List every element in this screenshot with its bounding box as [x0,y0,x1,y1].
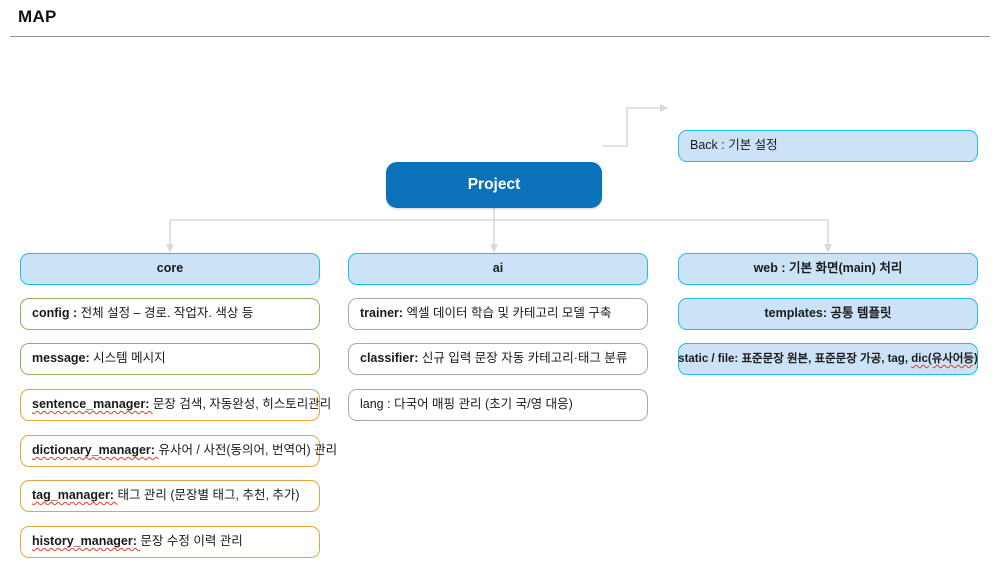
node-web-templates-label: templates: 공통 템플릿 [765,306,892,322]
column-header-web[interactable]: web : 기본 화면(main) 처리 [678,253,978,285]
node-web-static-file-desc: 표준문장 원본, 표준문장 가공, tag, dic(유사어등) [741,352,978,365]
node-core-sentence-manager-desc: 문장 검색, 자동완성, 히스토리관리 [152,397,332,412]
column-header-ai-label: ai [492,261,504,276]
page-title: MAP [18,7,57,26]
node-core-tag-manager-label: tag_manager: 태그 관리 (문장별 태그, 추천, 추가) [32,488,300,504]
node-ai-classifier[interactable]: classifier: 신규 입력 문장 자동 카테고리·태그 분류 [348,343,648,375]
node-core-dictionary-manager-desc: 유사어 / 사전(동의어, 번역어) 관리 [158,443,338,458]
node-core-history-manager[interactable]: history_manager: 문장 수정 이력 관리 [20,526,320,558]
node-core-message-label: message: 시스템 메시지 [32,351,166,367]
node-web-templates[interactable]: templates: 공통 템플릿 [678,298,978,330]
node-core-history-manager-label: history_manager: 문장 수정 이력 관리 [32,534,243,550]
node-ai-trainer-desc: 엑셀 데이터 학습 및 카테고리 모델 구축 [406,306,612,321]
node-core-config-key: config : [32,306,81,321]
node-ai-trainer-label: trainer: 엑셀 데이터 학습 및 카테고리 모델 구축 [360,306,611,322]
node-ai-classifier-key: classifier: [360,351,422,366]
node-core-history-manager-key: history_manager: [32,534,141,549]
column-header-web-label: web : 기본 화면(main) 처리 [753,261,903,276]
node-web-static-file-key: static / file: [678,352,742,365]
node-web-templates-key: templates: [764,306,831,321]
node-core-config[interactable]: config : 전체 설정 – 경로. 작업자. 색상 등 [20,298,320,330]
column-header-core[interactable]: core [20,253,320,285]
column-header-ai[interactable]: ai [348,253,648,285]
node-core-message[interactable]: message: 시스템 메시지 [20,343,320,375]
node-core-tag-manager-key: tag_manager: [32,488,118,503]
node-core-sentence-manager[interactable]: sentence_manager: 문장 검색, 자동완성, 히스토리관리 [20,389,331,421]
node-core-message-key: message: [32,351,94,366]
node-web-static-file-label: static / file: 표준문장 원본, 표준문장 가공, tag, di… [678,352,978,366]
node-core-dictionary-manager-key: dictionary_manager: [32,443,159,458]
column-header-core-label: core [156,261,184,276]
node-ai-classifier-label: classifier: 신규 입력 문장 자동 카테고리·태그 분류 [360,351,627,367]
node-core-sentence-manager-key: sentence_manager: [32,397,153,412]
node-ai-trainer[interactable]: trainer: 엑셀 데이터 학습 및 카테고리 모델 구축 [348,298,648,330]
node-ai-trainer-key: trainer: [360,306,407,321]
node-core-tag-manager[interactable]: tag_manager: 태그 관리 (문장별 태그, 추천, 추가) [20,480,320,512]
node-core-dictionary-manager-label: dictionary_manager: 유사어 / 사전(동의어, 번역어) 관… [32,443,337,459]
header-divider [10,36,990,37]
node-core-sentence-manager-label: sentence_manager: 문장 검색, 자동완성, 히스토리관리 [32,397,331,413]
node-ai-lang-label: lang : 다국어 매핑 관리 (초기 국/영 대응) [360,397,573,413]
node-ai-lang-desc: 다국어 매핑 관리 (초기 국/영 대응) [394,397,573,412]
node-ai-classifier-desc: 신규 입력 문장 자동 카테고리·태그 분류 [421,351,628,366]
node-project-label: Project [467,176,521,194]
node-core-history-manager-desc: 문장 수정 이력 관리 [140,534,243,549]
node-core-config-label: config : 전체 설정 – 경로. 작업자. 색상 등 [32,306,253,322]
node-core-dictionary-manager[interactable]: dictionary_manager: 유사어 / 사전(동의어, 번역어) 관… [20,435,337,467]
node-web-templates-desc: 공통 템플릿 [830,306,892,321]
node-back[interactable]: Back : 기본 설정 [678,130,978,162]
map-diagram: Project Back : 기본 설정 core config : 전체 설정… [0,38,1000,574]
node-web-static-file-dic-token: dic(유사어등) [911,352,978,365]
page-header: MAP [0,0,1000,38]
node-ai-lang-key: lang : [360,397,395,412]
node-ai-lang[interactable]: lang : 다국어 매핑 관리 (초기 국/영 대응) [348,389,648,421]
node-web-static-file[interactable]: static / file: 표준문장 원본, 표준문장 가공, tag, di… [678,343,978,375]
node-core-config-desc: 전체 설정 – 경로. 작업자. 색상 등 [80,306,254,321]
node-project[interactable]: Project [386,162,602,208]
node-core-tag-manager-desc: 태그 관리 (문장별 태그, 추천, 추가) [117,488,300,503]
node-core-message-desc: 시스템 메시지 [93,351,166,366]
node-back-label: Back : 기본 설정 [690,138,778,153]
